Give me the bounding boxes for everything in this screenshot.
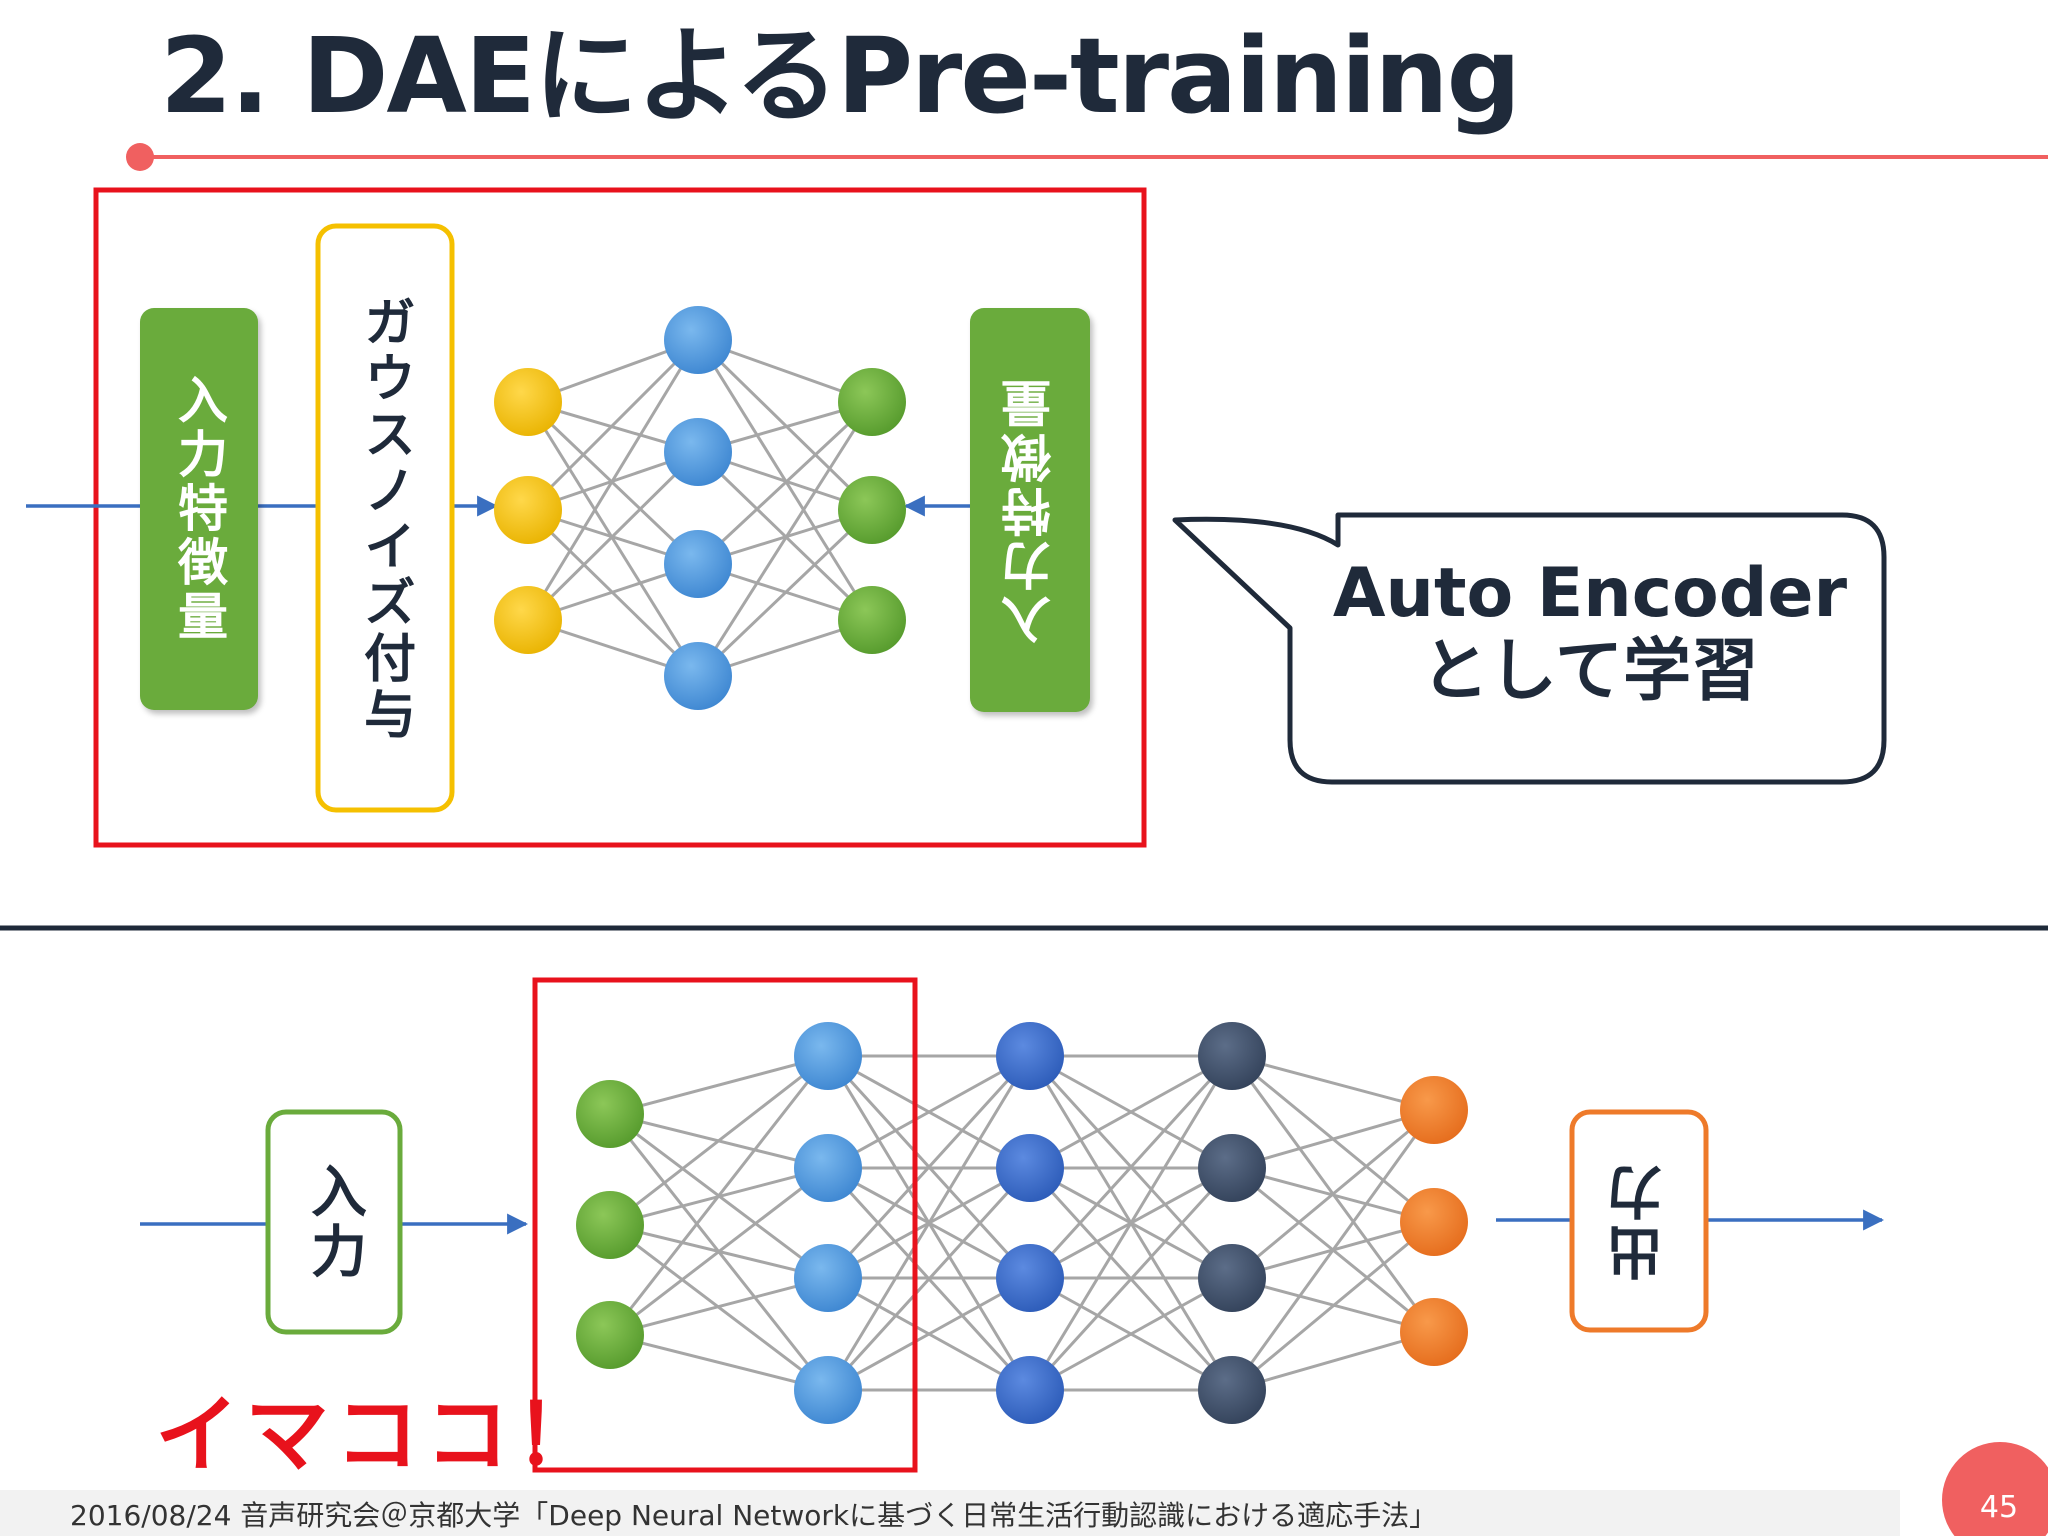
dnn-node-l4-n1 xyxy=(1400,1188,1468,1256)
dnn-edge xyxy=(1230,1109,1436,1391)
dnn-node-l1-n2 xyxy=(794,1244,862,1312)
page-number-badge xyxy=(1942,1442,2048,1536)
dnn-node-l2-n3 xyxy=(996,1356,1064,1424)
dnn-edge xyxy=(1231,1108,1435,1280)
speech-bubble xyxy=(1172,512,1887,785)
dae-highlight-box xyxy=(93,187,1147,848)
dnn-node-l2-n1 xyxy=(996,1134,1064,1202)
dae-node-l0-n0 xyxy=(494,368,562,436)
dnn-node-l1-n0 xyxy=(794,1022,862,1090)
dae-edge xyxy=(526,401,700,677)
output-label-box: 出力 xyxy=(1572,1112,1706,1330)
dnn-edge xyxy=(608,1055,830,1336)
dnn-edge xyxy=(827,1276,1031,1392)
input-label-box: 入力 xyxy=(268,1112,400,1332)
dae-node-l2-n2 xyxy=(838,586,906,654)
dae-nodes xyxy=(494,306,906,710)
dnn-node-l1-n1 xyxy=(794,1134,862,1202)
dae-node-l1-n3 xyxy=(664,642,732,710)
dae-edge xyxy=(526,450,700,622)
bubble-line-2: として学習 xyxy=(1421,632,1759,712)
dnn-edge xyxy=(609,1054,829,1116)
output-box xyxy=(1569,1109,1709,1333)
dnn-node-l0-n0 xyxy=(576,1080,644,1148)
dnn-edge xyxy=(826,1054,1032,1280)
dnn-node-l2-n2 xyxy=(996,1244,1064,1312)
dnn-edge xyxy=(1231,1054,1435,1112)
dnn-edge xyxy=(826,1055,1032,1391)
dnn-edge xyxy=(1231,1330,1435,1392)
target-features-label-box: 入力特徴量 xyxy=(970,308,1090,712)
dae-node-l2-n1 xyxy=(838,476,906,544)
dnn-node-l0-n1 xyxy=(576,1191,644,1259)
dnn-edge xyxy=(1231,1108,1435,1170)
dnn-node-l3-n3 xyxy=(1198,1356,1266,1424)
input-features-label: 入力特徴量 xyxy=(170,374,228,644)
dae-node-l0-n2 xyxy=(494,586,562,654)
footer-bar xyxy=(0,1490,1900,1536)
dae-node-l1-n1 xyxy=(664,418,732,486)
dae-edge xyxy=(696,508,874,678)
title-underline-dot xyxy=(126,143,154,171)
footer-text: 2016/08/24 音声研究会＠京都大学「Deep Neural Networ… xyxy=(70,1499,1438,1532)
page-number: 45 xyxy=(1979,1490,2019,1525)
dae-edge xyxy=(526,338,700,512)
gaussian-noise-label: ガウスノイズ付与 xyxy=(354,295,415,743)
dnn-edge xyxy=(1028,1166,1234,1392)
input-label: 入力 xyxy=(301,1162,367,1282)
input-box xyxy=(265,1109,403,1335)
imakoko-label: イマココ！ xyxy=(155,1386,606,1484)
dae-edge xyxy=(696,401,874,677)
dnn-edge xyxy=(1029,1276,1233,1392)
dnn-edge xyxy=(609,1166,829,1337)
dnn-edge xyxy=(609,1333,829,1392)
dae-edge xyxy=(696,400,874,566)
dae-edge xyxy=(696,338,874,512)
output-label: 出力 xyxy=(1606,1161,1672,1281)
bubble-text: Auto Encoder として学習 xyxy=(1290,554,1890,712)
dnn-edge xyxy=(827,1054,1031,1170)
current-layer-highlight-box xyxy=(532,977,918,1473)
dnn-edge xyxy=(826,1166,1032,1392)
dae-node-l1-n2 xyxy=(664,530,732,598)
dnn-edge xyxy=(609,1276,829,1337)
input-features-label-box: 入力特徴量 xyxy=(140,308,258,710)
dnn-edges xyxy=(608,1054,1436,1392)
dae-node-l2-n0 xyxy=(838,368,906,436)
dnn-node-l4-n2 xyxy=(1400,1298,1468,1366)
dnn-node-l3-n1 xyxy=(1198,1134,1266,1202)
dnn-edge xyxy=(609,1054,829,1227)
dnn-edge xyxy=(1029,1054,1233,1170)
gaussian-noise-label-box: ガウスノイズ付与 xyxy=(318,232,452,806)
dnn-nodes xyxy=(576,1022,1468,1424)
dae-node-l0-n1 xyxy=(494,476,562,544)
dae-node-l1-n0 xyxy=(664,306,732,374)
dnn-node-l4-n0 xyxy=(1400,1076,1468,1144)
target-features-label: 入力特徴量 xyxy=(1001,375,1059,645)
dnn-node-l3-n0 xyxy=(1198,1022,1266,1090)
bubble-line-1: Auto Encoder xyxy=(1332,554,1848,633)
dnn-node-l2-n0 xyxy=(996,1022,1064,1090)
gaussian-noise-box xyxy=(315,223,455,813)
dnn-edge xyxy=(1028,1055,1234,1391)
dae-edge xyxy=(526,400,700,566)
slide-title: 2. DAEによるPre-training xyxy=(160,15,1521,137)
dnn-node-l0-n2 xyxy=(576,1301,644,1369)
dae-edges xyxy=(526,338,874,678)
dnn-node-l1-n3 xyxy=(794,1356,862,1424)
dnn-edge xyxy=(1231,1220,1435,1392)
dae-edge xyxy=(526,339,700,621)
dnn-node-l3-n2 xyxy=(1198,1244,1266,1312)
dnn-edge xyxy=(1028,1054,1234,1280)
